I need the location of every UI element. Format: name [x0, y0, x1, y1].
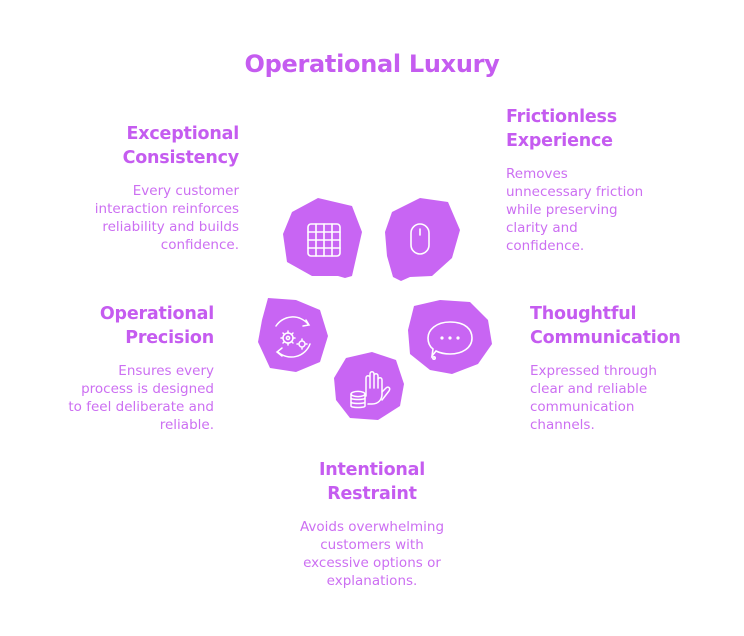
- item-thoughtful-communication: Thoughtful Communication Expressed throu…: [530, 302, 730, 434]
- shape-restraint: [334, 352, 404, 420]
- gears-cycle-icon: [275, 316, 311, 358]
- grid-icon: [307, 223, 341, 257]
- item-exceptional-consistency: Exceptional Consistency Every customer i…: [39, 122, 239, 254]
- item-description: Every customer interaction reinforces re…: [94, 183, 239, 253]
- item-description: Removes unnecessary friction while prese…: [506, 166, 644, 254]
- item-heading: Operational Precision: [99, 304, 214, 348]
- shape-frictionless: [385, 198, 460, 281]
- item-operational-precision: Operational Precision Ensures every proc…: [14, 302, 214, 434]
- diagram-title: Operational Luxury: [244, 50, 500, 78]
- item-description: Avoids overwhelming customers with exces…: [299, 519, 445, 589]
- item-heading: Exceptional Consistency: [122, 124, 240, 168]
- item-intentional-restraint: Intentional Restraint Avoids overwhelmin…: [262, 458, 482, 590]
- shape-consistency: [283, 198, 362, 278]
- item-frictionless-experience: Frictionless Experience Removes unnecess…: [506, 105, 706, 255]
- item-description: Ensures every process is designed to fee…: [68, 363, 214, 433]
- item-heading: Intentional Restraint: [318, 460, 426, 504]
- speech-bubble-icon: [427, 321, 473, 360]
- hand-coins-icon: [350, 371, 391, 409]
- item-heading: Frictionless Experience: [506, 107, 617, 151]
- shape-precision: [258, 298, 328, 372]
- mouse-icon: [410, 223, 430, 255]
- item-heading: Thoughtful Communication: [530, 304, 681, 348]
- item-description: Expressed through clear and reliable com…: [530, 363, 657, 433]
